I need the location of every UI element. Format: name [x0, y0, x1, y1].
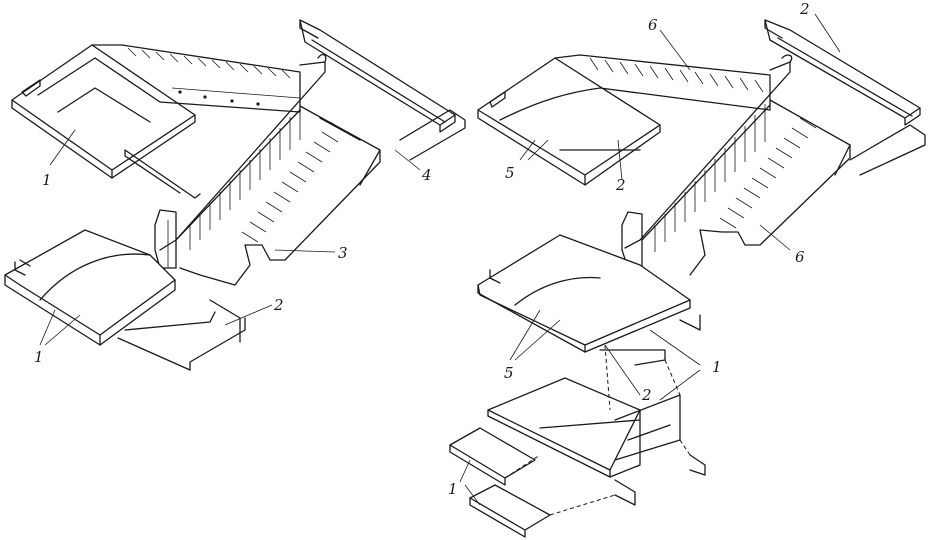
- right-main-flight: [621, 54, 851, 276]
- label-r-6-top: 6: [648, 16, 658, 34]
- left-stair-assembly: 1 1 2 3 4: [4, 19, 466, 371]
- label-r-1-exploded: 1: [448, 480, 458, 498]
- label-r-5-upper: 5: [505, 164, 515, 182]
- label-r-2-upper: 2: [615, 176, 626, 194]
- label-r-6-right: 6: [795, 248, 805, 266]
- right-lower-landing: [477, 234, 701, 366]
- leader-r6-right: [759, 224, 791, 251]
- leader-r2-lower: [604, 344, 641, 396]
- label-1-top: 1: [42, 171, 52, 189]
- leader-l1-top: [49, 129, 76, 166]
- label-4: 4: [421, 166, 432, 184]
- label-r-1-mid: 1: [712, 358, 722, 376]
- leader-l4: [394, 149, 421, 171]
- leader-l1-bottom: [39, 309, 81, 346]
- leader-r5-lower: [509, 309, 561, 361]
- left-main-flight: [154, 53, 381, 286]
- leader-r2-top: [814, 13, 841, 53]
- leader-l3: [274, 249, 336, 253]
- left-top-landing: [299, 19, 466, 161]
- leader-r2-upper: [617, 139, 623, 181]
- right-exploded-landing: [449, 344, 706, 538]
- right-stair-assembly: 2 6 5 2 6 1 5 2 1: [448, 0, 926, 538]
- label-1-bottom: 1: [34, 348, 44, 366]
- right-upper-landing: [477, 57, 661, 186]
- leader-r1-exploded: [459, 459, 481, 506]
- leader-r5-upper: [519, 139, 549, 161]
- leader-r1-mid: [649, 329, 701, 401]
- label-3: 3: [338, 244, 348, 262]
- leader-r6-top: [659, 29, 691, 71]
- leader-l2: [224, 304, 273, 326]
- left-upper-flight: [91, 44, 301, 113]
- label-r-2-top: 2: [799, 0, 810, 18]
- label-2: 2: [273, 296, 284, 314]
- left-upper-landing: [11, 44, 201, 199]
- label-r-5-lower: 5: [504, 364, 514, 382]
- right-top-landing: [764, 19, 926, 176]
- right-upper-flight: [554, 54, 771, 111]
- label-r-2-lower: 2: [641, 386, 652, 404]
